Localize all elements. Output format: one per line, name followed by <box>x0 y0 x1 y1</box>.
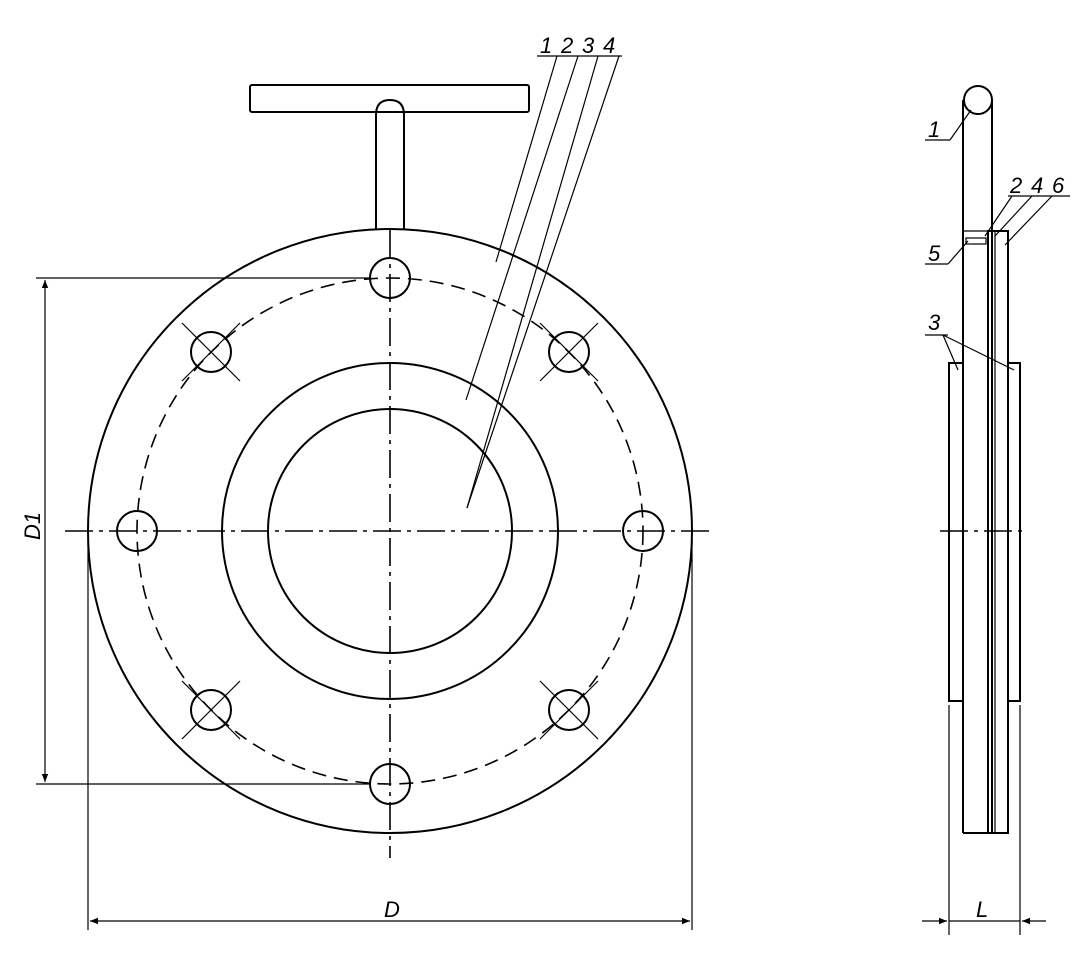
side-label-3: 3 <box>928 310 941 335</box>
side-view: 1 2 4 6 5 3 L <box>922 85 1070 935</box>
dimension-label-d1: D1 <box>20 512 45 540</box>
side-label-1: 1 <box>928 117 940 142</box>
leader-label-1: 1 <box>540 33 552 58</box>
front-view: 1 2 3 4 D1 D <box>20 33 715 930</box>
bolt-hole <box>190 331 232 373</box>
dimension-label-d: D <box>384 897 400 922</box>
side-label-4: 4 <box>1031 173 1043 198</box>
dimension-d1: D1 <box>20 277 370 785</box>
t-handle <box>249 84 530 230</box>
bolt-hole <box>190 689 232 731</box>
front-leaders: 1 2 3 4 <box>465 33 622 509</box>
side-label-5: 5 <box>928 241 941 266</box>
pin <box>965 237 987 245</box>
handle-section-circle <box>963 85 993 115</box>
leader-label-4: 4 <box>603 33 615 58</box>
leader-label-3: 3 <box>582 33 595 58</box>
flange-left <box>948 362 964 702</box>
side-leaders: 1 2 4 6 5 3 <box>925 109 1070 371</box>
dimension-d: D <box>87 540 693 930</box>
leader-label-2: 2 <box>560 33 573 58</box>
dimension-l: L <box>922 705 1046 935</box>
side-label-2: 2 <box>1009 173 1022 198</box>
dimension-label-l: L <box>976 897 988 922</box>
side-label-6: 6 <box>1052 173 1065 198</box>
flange-right <box>1007 362 1021 702</box>
bolt-hole <box>548 689 590 731</box>
bolt-hole <box>548 331 590 373</box>
